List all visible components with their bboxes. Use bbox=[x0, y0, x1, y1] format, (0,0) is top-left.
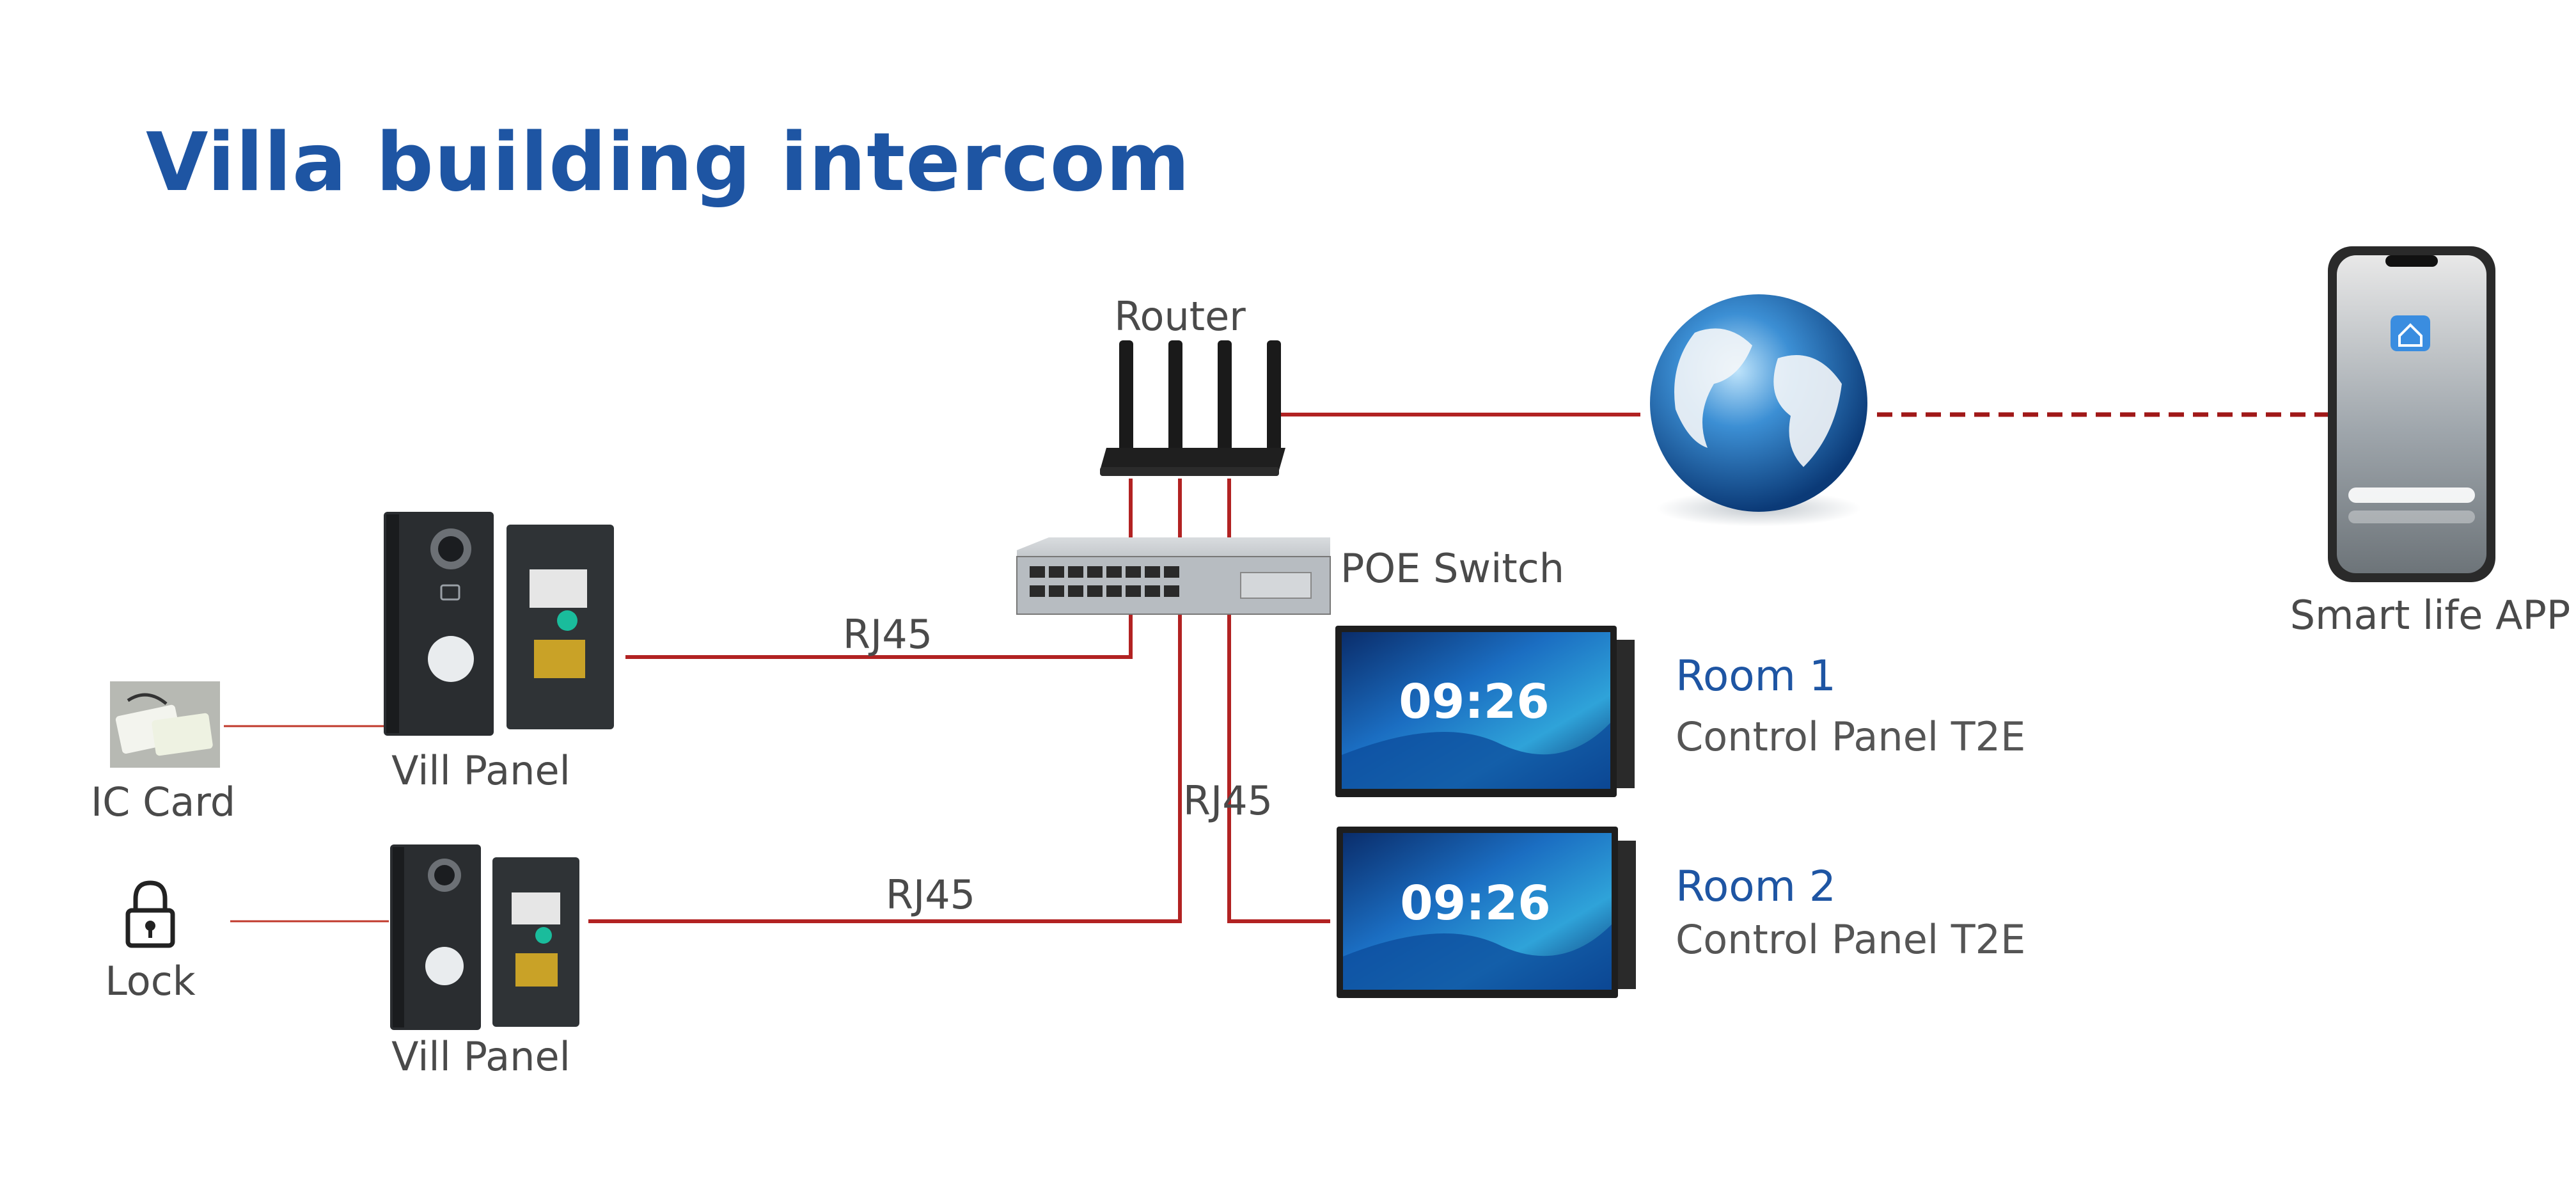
router-label: Router bbox=[1114, 293, 1246, 340]
top-panel-rj45-cable bbox=[625, 614, 1133, 659]
room2-device: Control Panel T2E bbox=[1676, 916, 2026, 963]
rj45-middle-label: RJ45 bbox=[1182, 777, 1273, 824]
ic-card-label: IC Card bbox=[90, 779, 236, 825]
vill-panel-bottom-icon bbox=[390, 844, 579, 1030]
control-panel-room1-icon bbox=[1335, 626, 1635, 797]
page-title: Villa building intercom bbox=[146, 115, 1191, 209]
vill-panel-bottom-label: Vill Panel bbox=[391, 1033, 570, 1080]
room1-name: Room 1 bbox=[1676, 651, 1836, 701]
lock-label: Lock bbox=[105, 958, 196, 1004]
room1-device: Control Panel T2E bbox=[1676, 713, 2026, 760]
room1-clock: 09:26 bbox=[1399, 674, 1550, 729]
poe-switch-icon bbox=[1016, 537, 1331, 615]
vill-panel-top-icon bbox=[384, 512, 614, 736]
rj45-top-label: RJ45 bbox=[842, 611, 933, 658]
smartphone-icon bbox=[2328, 246, 2495, 582]
bottom-panel-rj45-cable bbox=[588, 614, 1182, 923]
room2-name: Room 2 bbox=[1676, 862, 1836, 911]
router-icon bbox=[1100, 340, 1285, 476]
poe-switch-label: POE Switch bbox=[1340, 545, 1565, 592]
lock-icon bbox=[125, 880, 175, 948]
room2-rj45-cable bbox=[1227, 614, 1330, 923]
vill-panel-top-label: Vill Panel bbox=[391, 747, 570, 794]
room2-clock: 09:26 bbox=[1400, 876, 1551, 931]
control-panel-room2-icon bbox=[1337, 827, 1636, 998]
smart-life-app-label: Smart life APP bbox=[2289, 592, 2571, 638]
cables bbox=[588, 413, 1640, 923]
rj45-bottom-label: RJ45 bbox=[885, 871, 976, 918]
globe-icon bbox=[1650, 294, 1867, 527]
ic-card-icon bbox=[110, 681, 220, 768]
